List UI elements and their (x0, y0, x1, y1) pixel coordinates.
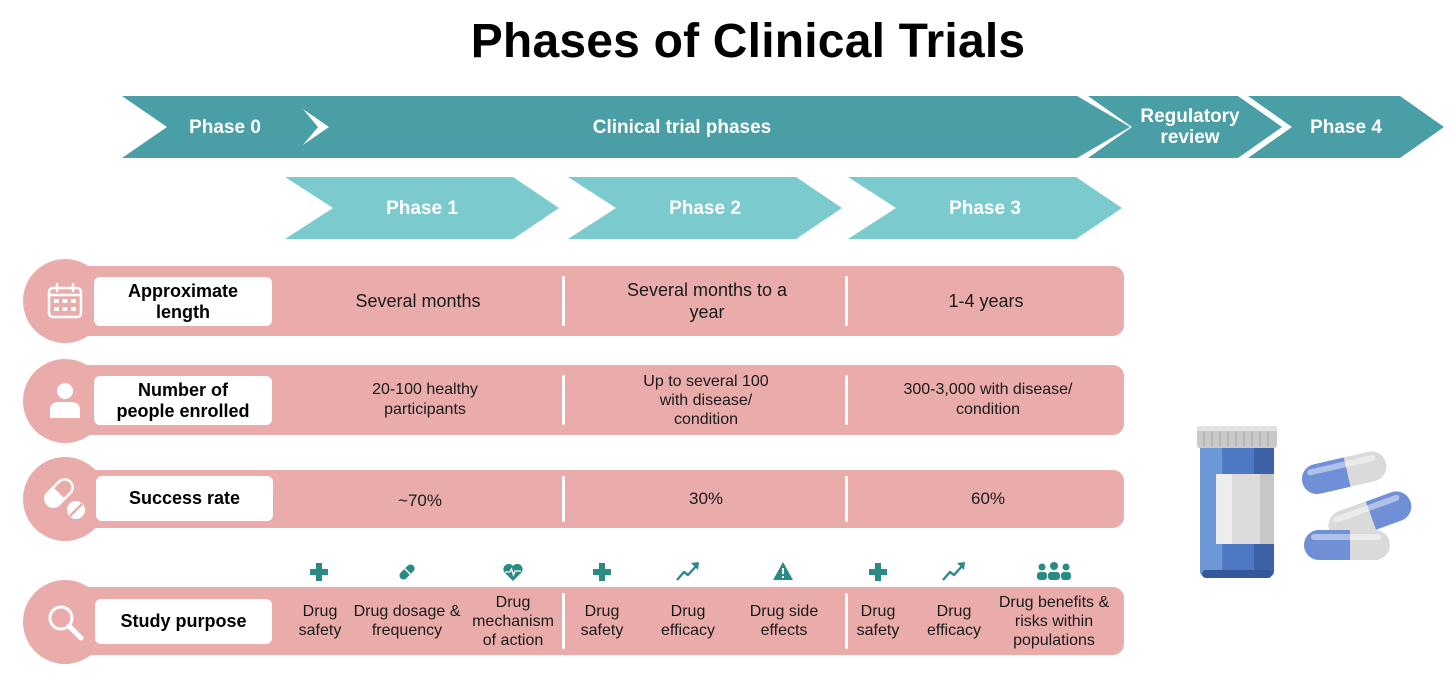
row-divider (562, 276, 565, 326)
plus-icon (593, 563, 611, 581)
row-enrolled-label: Number of people enrolled (94, 376, 272, 425)
purpose-item: Drug mechanism of action (472, 593, 554, 649)
chevron-phase-0: Phase 0 (122, 96, 318, 158)
chevron-label: Phase 1 (386, 197, 458, 219)
length-phase-3: 1-4 years (948, 290, 1024, 311)
capsule-icon (399, 564, 415, 580)
purpose-item: Drug benefits & risks within populations (998, 593, 1110, 649)
chevron-label: Phase 0 (189, 116, 261, 138)
chevron-label: Phase 2 (669, 197, 741, 219)
row-length-label: Approximate length (94, 277, 272, 326)
chevron-clinical-trial-phases: Clinical trial phases (284, 96, 1130, 158)
pill-icon (44, 478, 85, 519)
row-divider (562, 593, 565, 649)
chevron-phase-2: Phase 2 (568, 177, 842, 239)
enrolled-phase-2: Up to several 100 with disease/ conditio… (643, 372, 769, 428)
people-icon (1037, 562, 1071, 580)
success-phase-1: ~70% (398, 491, 442, 510)
row-success-label: Success rate (96, 476, 273, 521)
chevron-phase-1: Phase 1 (285, 177, 559, 239)
row-divider (845, 375, 848, 425)
heart-pulse-icon (503, 563, 523, 581)
length-phase-2: Several months to a year (626, 280, 788, 322)
chevron-label: Regulatory review (1140, 106, 1240, 148)
row-divider (562, 476, 565, 522)
row-purpose-label: Study purpose (95, 599, 272, 644)
row-purpose-circle (23, 580, 107, 664)
row-divider (845, 593, 848, 649)
warning-icon (773, 562, 793, 580)
trend-up-icon (942, 562, 965, 581)
enrolled-phase-3: 300-3,000 with disease/ condition (903, 381, 1073, 418)
plus-icon (869, 563, 887, 581)
success-phase-2: 30% (688, 489, 724, 508)
purpose-item: Drug safety (856, 603, 900, 639)
person-icon (50, 383, 80, 418)
chevron-label: Phase 4 (1310, 116, 1382, 138)
pill-bottle-illustration (1197, 426, 1412, 578)
trend-up-icon (676, 562, 699, 581)
row-enrolled-circle (23, 359, 107, 443)
purpose-item: Drug dosage & frequency (353, 603, 461, 639)
magnifier-icon (48, 605, 84, 641)
purpose-item: Drug safety (298, 603, 342, 639)
purpose-item: Drug side effects (749, 603, 819, 639)
plus-icon (310, 563, 328, 581)
row-divider (562, 375, 565, 425)
chevron-label: Phase 3 (949, 197, 1021, 219)
length-phase-1: Several months (355, 290, 481, 311)
row-divider (845, 276, 848, 326)
page-title: Phases of Clinical Trials (470, 15, 1026, 68)
purpose-item: Drug efficacy (661, 603, 715, 639)
purpose-item: Drug safety (580, 603, 624, 639)
chevron-label: Clinical trial phases (592, 116, 772, 138)
enrolled-phase-1: 20-100 healthy participants (372, 381, 478, 418)
purpose-item: Drug efficacy (927, 603, 981, 639)
success-phase-3: 60% (970, 489, 1006, 508)
row-divider (845, 476, 848, 522)
chevron-phase-3: Phase 3 (848, 177, 1122, 239)
calendar-icon (47, 282, 83, 319)
